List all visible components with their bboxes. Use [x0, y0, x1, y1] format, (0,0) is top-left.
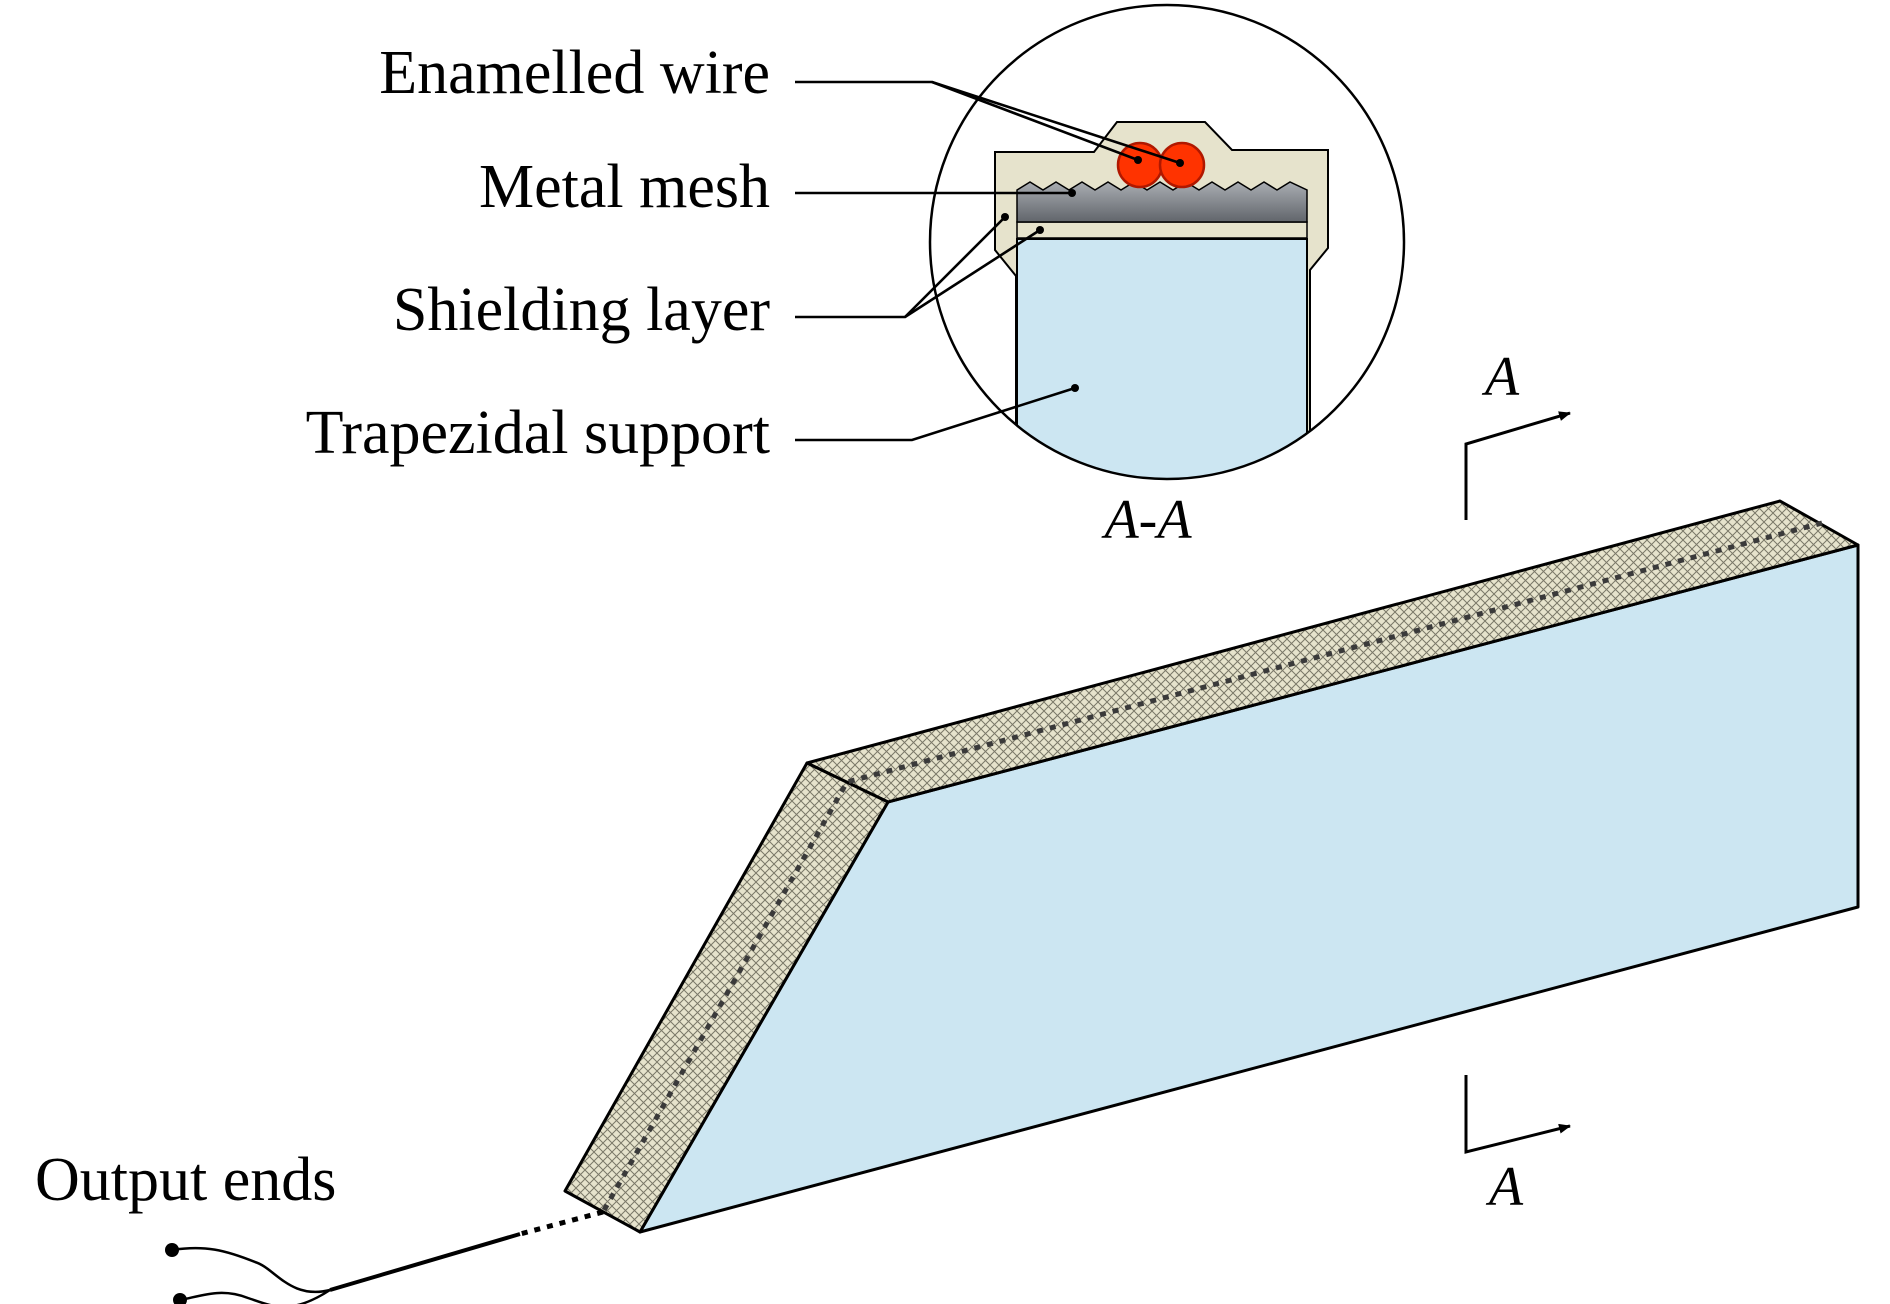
metal-mesh-shape [1016, 181, 1308, 223]
slant-face-shielding [563, 761, 890, 1234]
output-end-terminal [173, 1293, 187, 1304]
leader-lines [795, 80, 1184, 442]
label-output-ends: Output ends [35, 1146, 336, 1214]
output-leads [165, 1209, 604, 1304]
trapezidal-support-shape [1016, 238, 1308, 479]
label-metal-mesh: Metal mesh [479, 153, 770, 221]
section-view-label: A-A [1100, 489, 1192, 551]
section-marker-bottom [1464, 1075, 1571, 1154]
output-end-terminal [165, 1243, 179, 1257]
label-trapezidal-support: Trapezidal support [306, 399, 770, 467]
label-enamelled-wire: Enamelled wire [379, 39, 770, 107]
sensor-body [563, 499, 1860, 1234]
section-marker-top-label: A [1481, 346, 1520, 408]
label-shielding-layer: Shielding layer [393, 276, 770, 344]
section-marker-bottom-label: A [1485, 1156, 1524, 1218]
detail-circle-outline [928, 3, 1406, 481]
inner-shielding-strip [1016, 221, 1308, 239]
cross-section-detail [928, 3, 1406, 481]
section-marker-top [1464, 411, 1571, 520]
